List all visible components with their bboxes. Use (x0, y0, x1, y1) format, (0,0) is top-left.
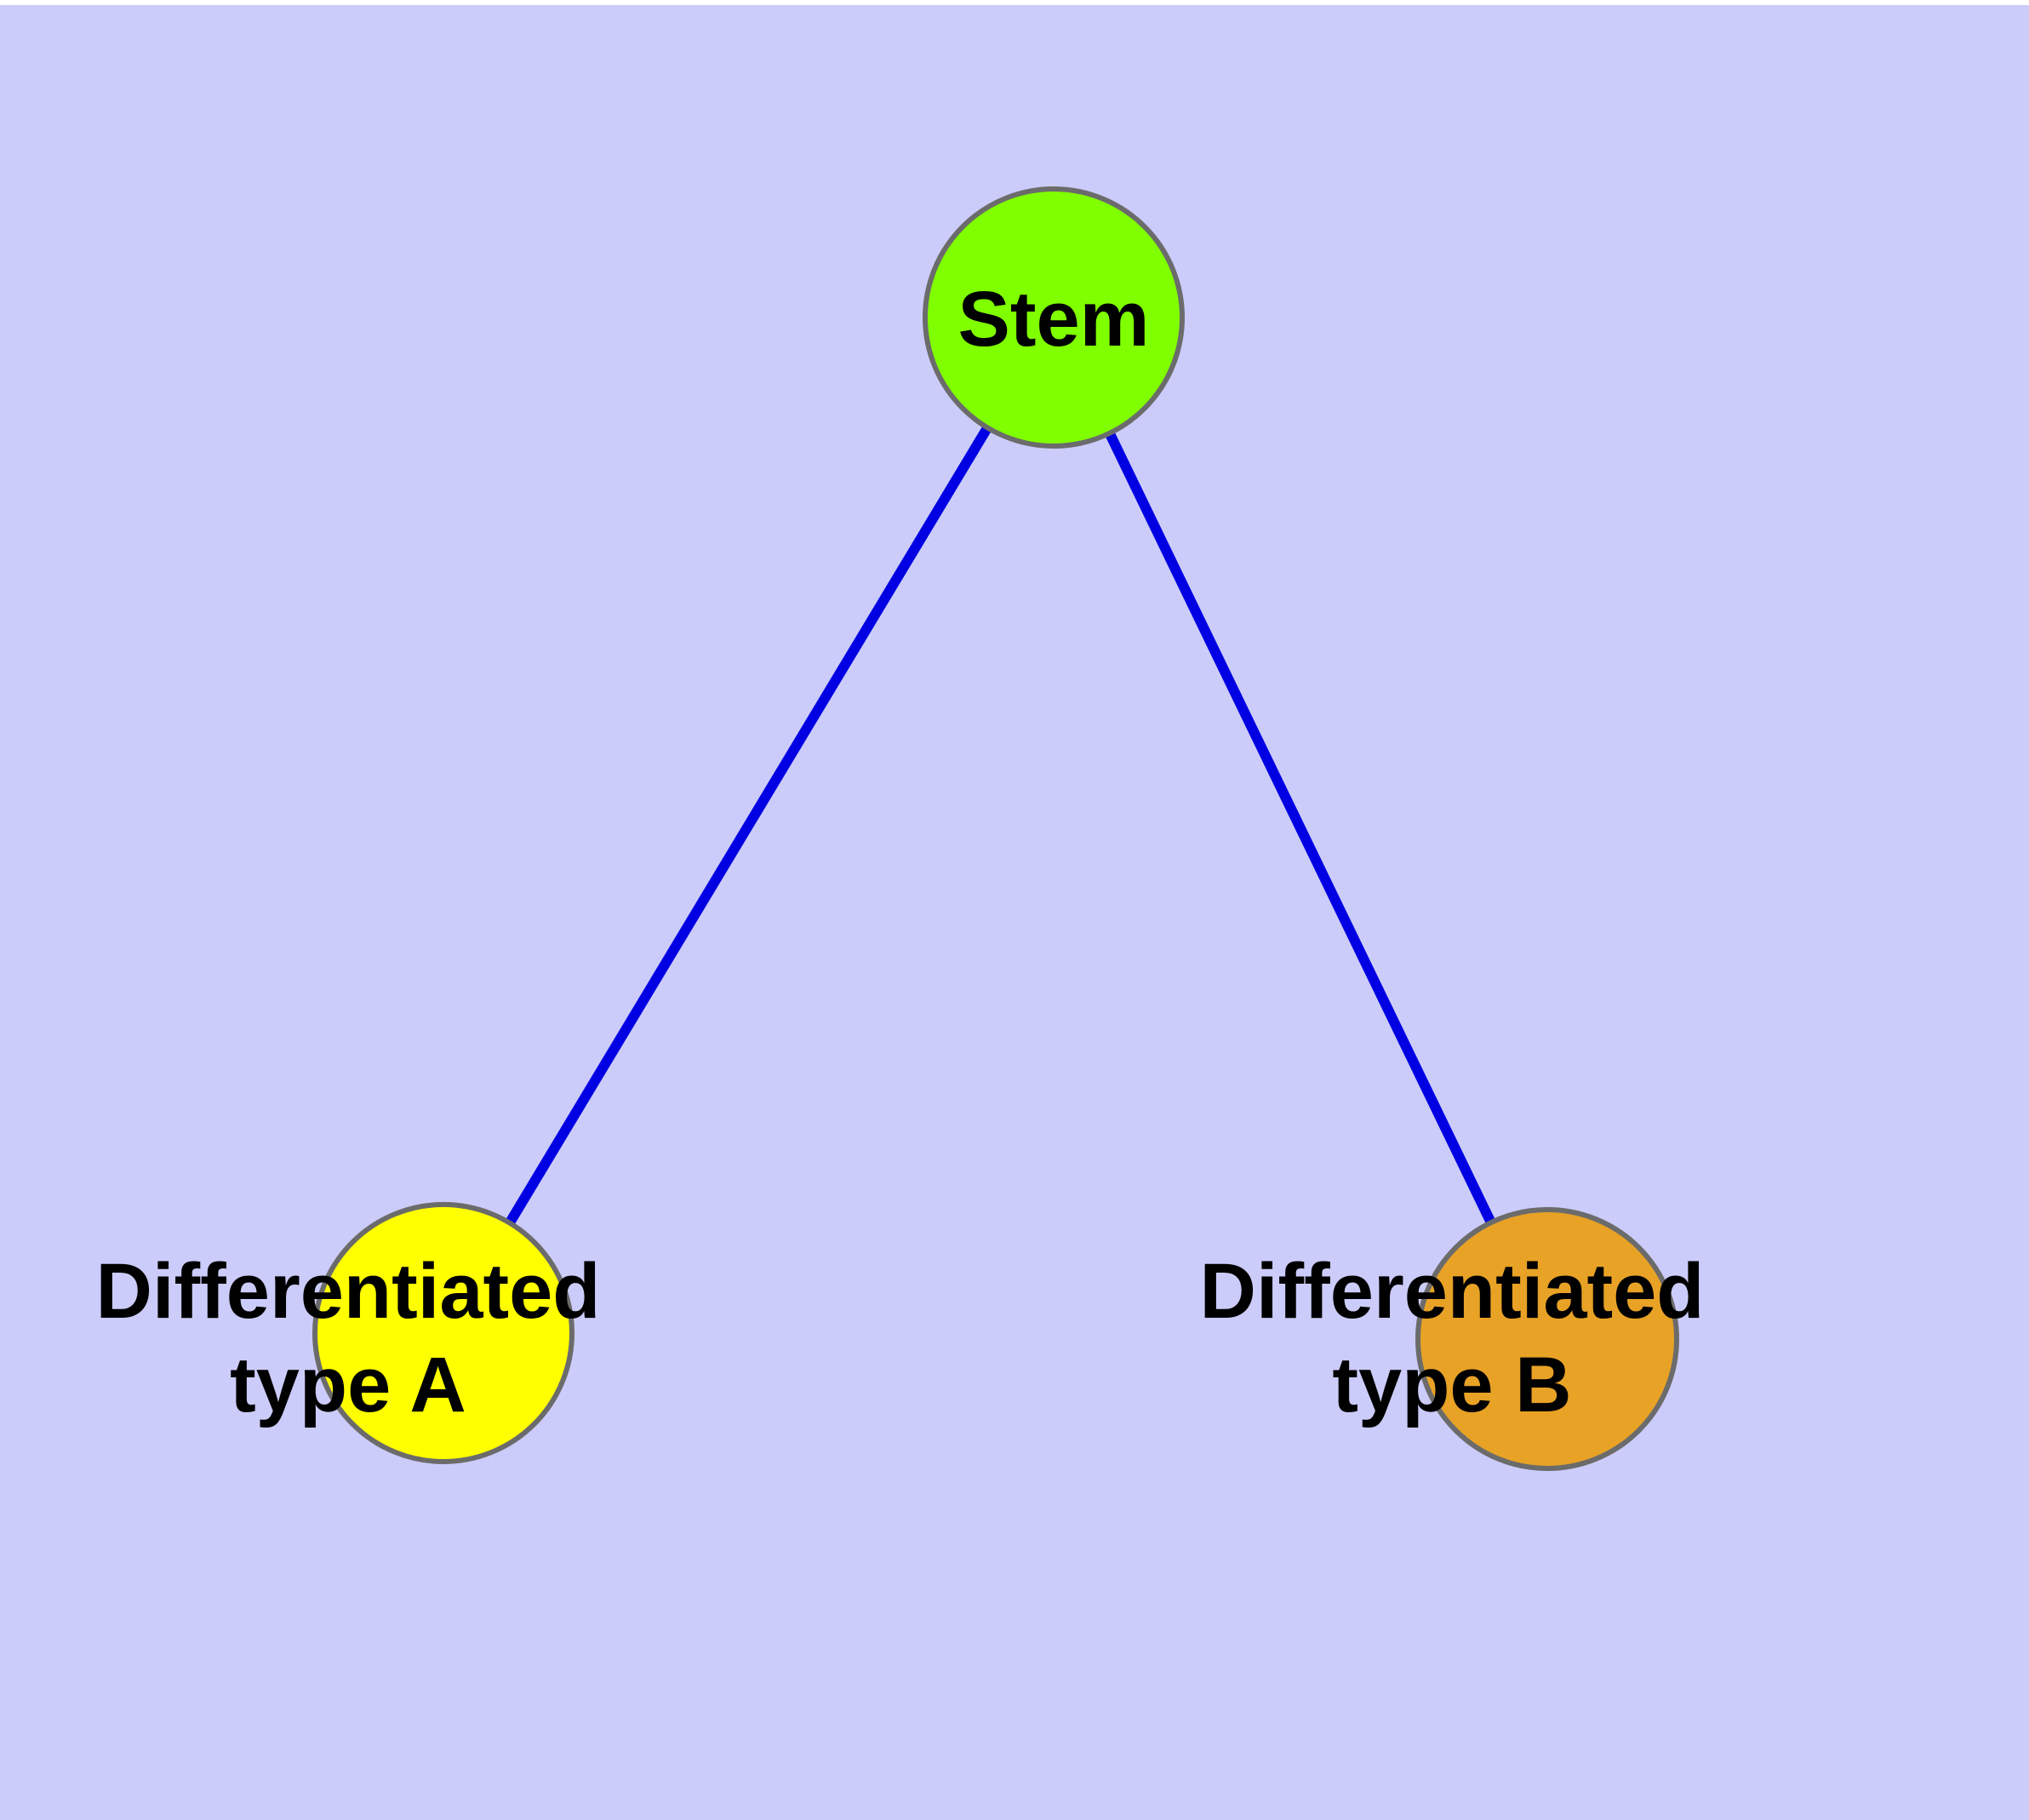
edge-layer (438, 314, 1552, 1342)
node-label-line: type B (1332, 1342, 1571, 1428)
edge-stem-to-differentiated-type-a[interactable] (438, 314, 1059, 1336)
node-label-line: Differentiated (96, 1248, 601, 1335)
node-label-stem: Stem (958, 276, 1150, 363)
node-label-line: Stem (958, 276, 1150, 363)
node-label-line: type A (230, 1342, 466, 1428)
node-circle-stem[interactable] (923, 186, 1185, 449)
node-stem[interactable]: Stem (923, 186, 1185, 449)
node-circle-differentiated-type-a[interactable] (312, 1202, 574, 1464)
node-circle-differentiated-type-b[interactable] (1415, 1207, 1679, 1471)
node-label-line: Differentiated (1200, 1248, 1705, 1335)
edge-stem-to-differentiated-type-b[interactable] (1049, 315, 1552, 1342)
